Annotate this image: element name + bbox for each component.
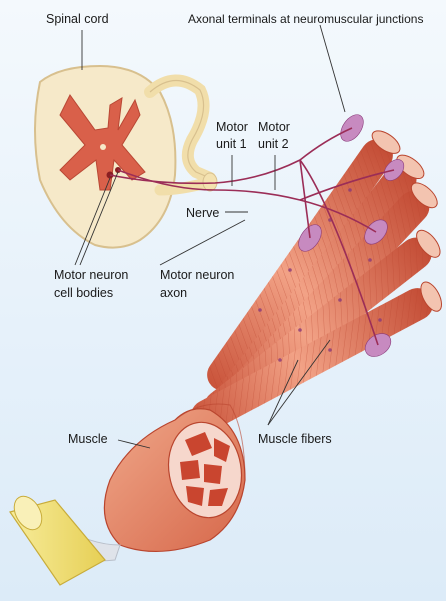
label-spinal-cord: Spinal cord [46,12,109,27]
label-cell-bodies-line2: cell bodies [54,286,113,301]
label-motor-unit-1-line1: Motor [216,120,248,135]
label-nerve: Nerve [186,206,219,221]
label-muscle: Muscle [68,432,108,447]
label-axon-line2: axon [160,286,187,301]
tendon [9,491,120,585]
label-motor-unit-2-line2: unit 2 [258,137,289,152]
label-axonal-terminals: Axonal terminals at neuromuscular juncti… [188,12,423,27]
whole-muscle [104,404,248,551]
label-motor-unit-1-line2: unit 1 [216,137,247,152]
label-motor-unit-2-line1: Motor [258,120,290,135]
label-axon-line1: Motor neuron [160,268,234,283]
label-muscle-fibers: Muscle fibers [258,432,332,447]
label-cell-bodies-line1: Motor neuron [54,268,128,283]
